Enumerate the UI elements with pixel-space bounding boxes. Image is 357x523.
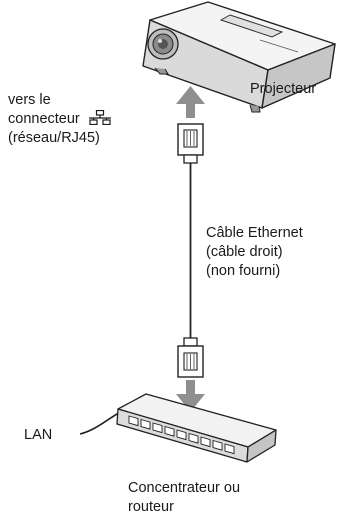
lan-label: LAN [24, 427, 53, 443]
projector-illustration [142, 1, 336, 113]
connector-label-line2: connecteur [8, 109, 111, 129]
hub-illustration [116, 393, 277, 463]
cable-label-line2: (câble droit) [206, 244, 283, 260]
lan-cable [79, 410, 123, 435]
cable-label-line3: (non fourni) [206, 263, 281, 279]
rj45-plug-bottom [177, 337, 204, 378]
connector-label-line1: vers le [8, 92, 51, 108]
arrow-up-to-projector [176, 86, 205, 118]
projector-lens [147, 28, 179, 60]
hub-label-line2: routeur [128, 499, 174, 515]
cable-label-line1: Câble Ethernet [206, 225, 303, 241]
connector-label-text: connecteur [8, 111, 80, 127]
connector-label-line3: (réseau/RJ45) [8, 130, 100, 146]
hub-ports [128, 415, 235, 455]
hub-label-line1: Concentrateur ou [128, 480, 241, 496]
projector-label: Projecteur [250, 81, 317, 97]
rj45-plug-top [177, 123, 204, 164]
arrow-down-to-hub [176, 380, 205, 412]
network-icon [88, 109, 111, 126]
